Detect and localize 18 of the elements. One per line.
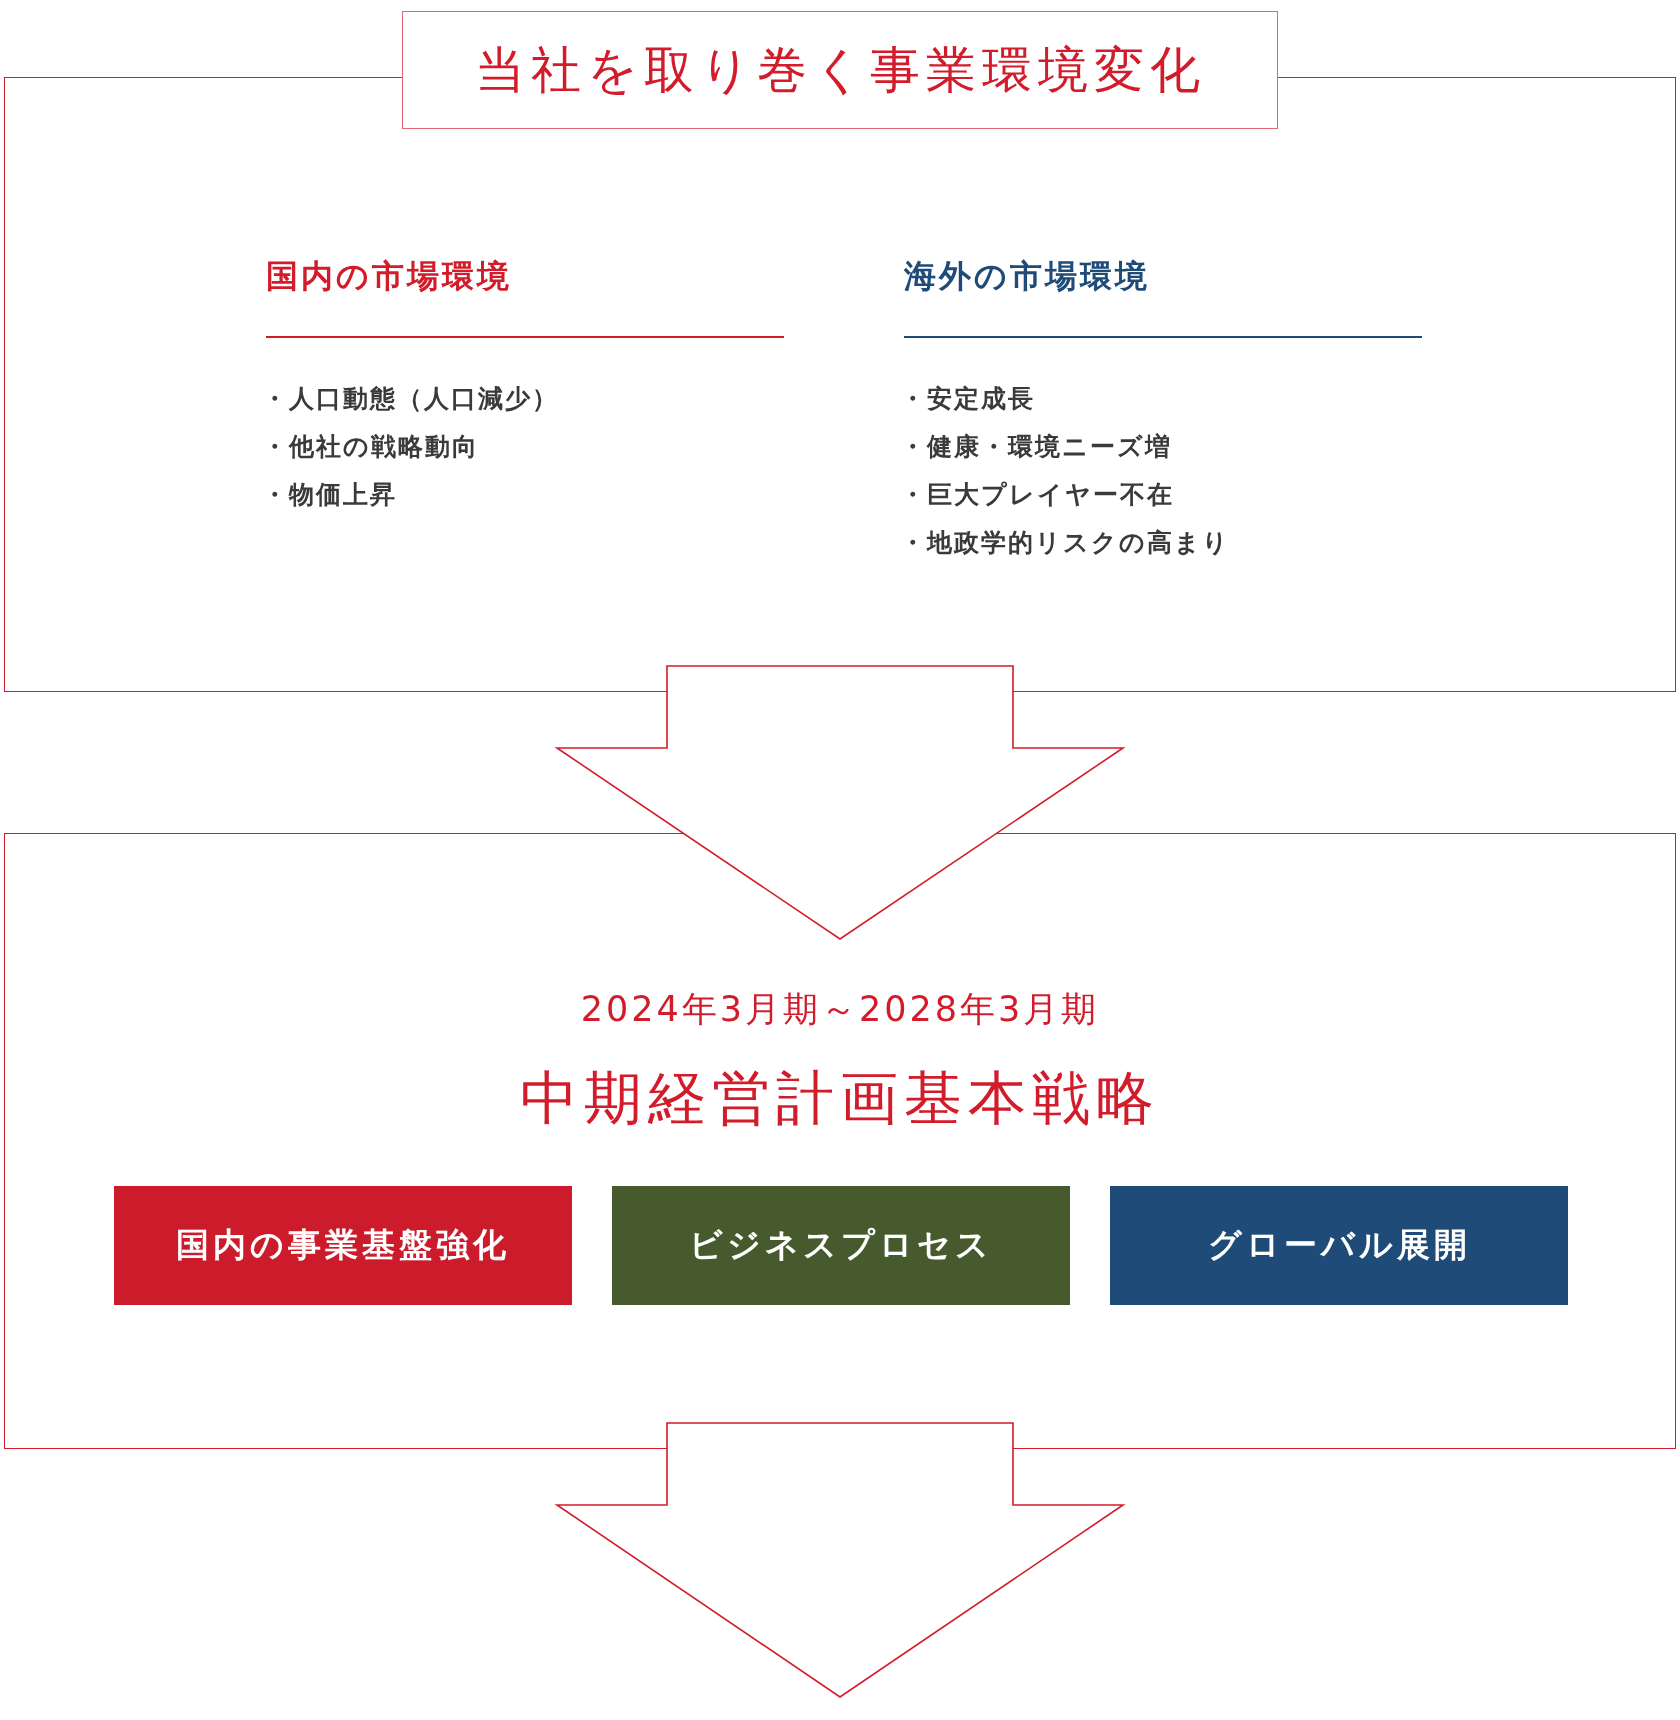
- strategy-heading: 中期経営計画基本戦略: [519, 1063, 1161, 1134]
- bullet-item: ・健康・環境ニーズ増: [900, 431, 1172, 463]
- strategy-box: グローバル展開: [1110, 1186, 1568, 1305]
- section-title: 当社を取り巻く事業環境変化: [402, 11, 1278, 129]
- bullet-item: ・他社の戦略動向: [262, 431, 479, 463]
- bullet-item: ・人口動態（人口減少）: [262, 383, 559, 415]
- strategy-box: ビジネスプロセス: [612, 1186, 1070, 1305]
- column-heading: 海外の市場環境: [904, 256, 1150, 297]
- strategy-box: 国内の事業基盤強化: [114, 1186, 572, 1305]
- bullet-item: ・物価上昇: [262, 479, 397, 511]
- bullet-item: ・巨大プレイヤー不在: [900, 479, 1174, 511]
- section-frame: [4, 833, 1676, 1449]
- block-arrow: [554, 665, 1126, 940]
- period-text: 2024年3月期～2028年3月期: [579, 988, 1101, 1031]
- column-heading: 国内の市場環境: [266, 256, 512, 297]
- bullet-item: ・安定成長: [900, 383, 1035, 415]
- block-arrow: [554, 1422, 1126, 1698]
- bullet-item: ・地政学的リスクの高まり: [900, 527, 1230, 559]
